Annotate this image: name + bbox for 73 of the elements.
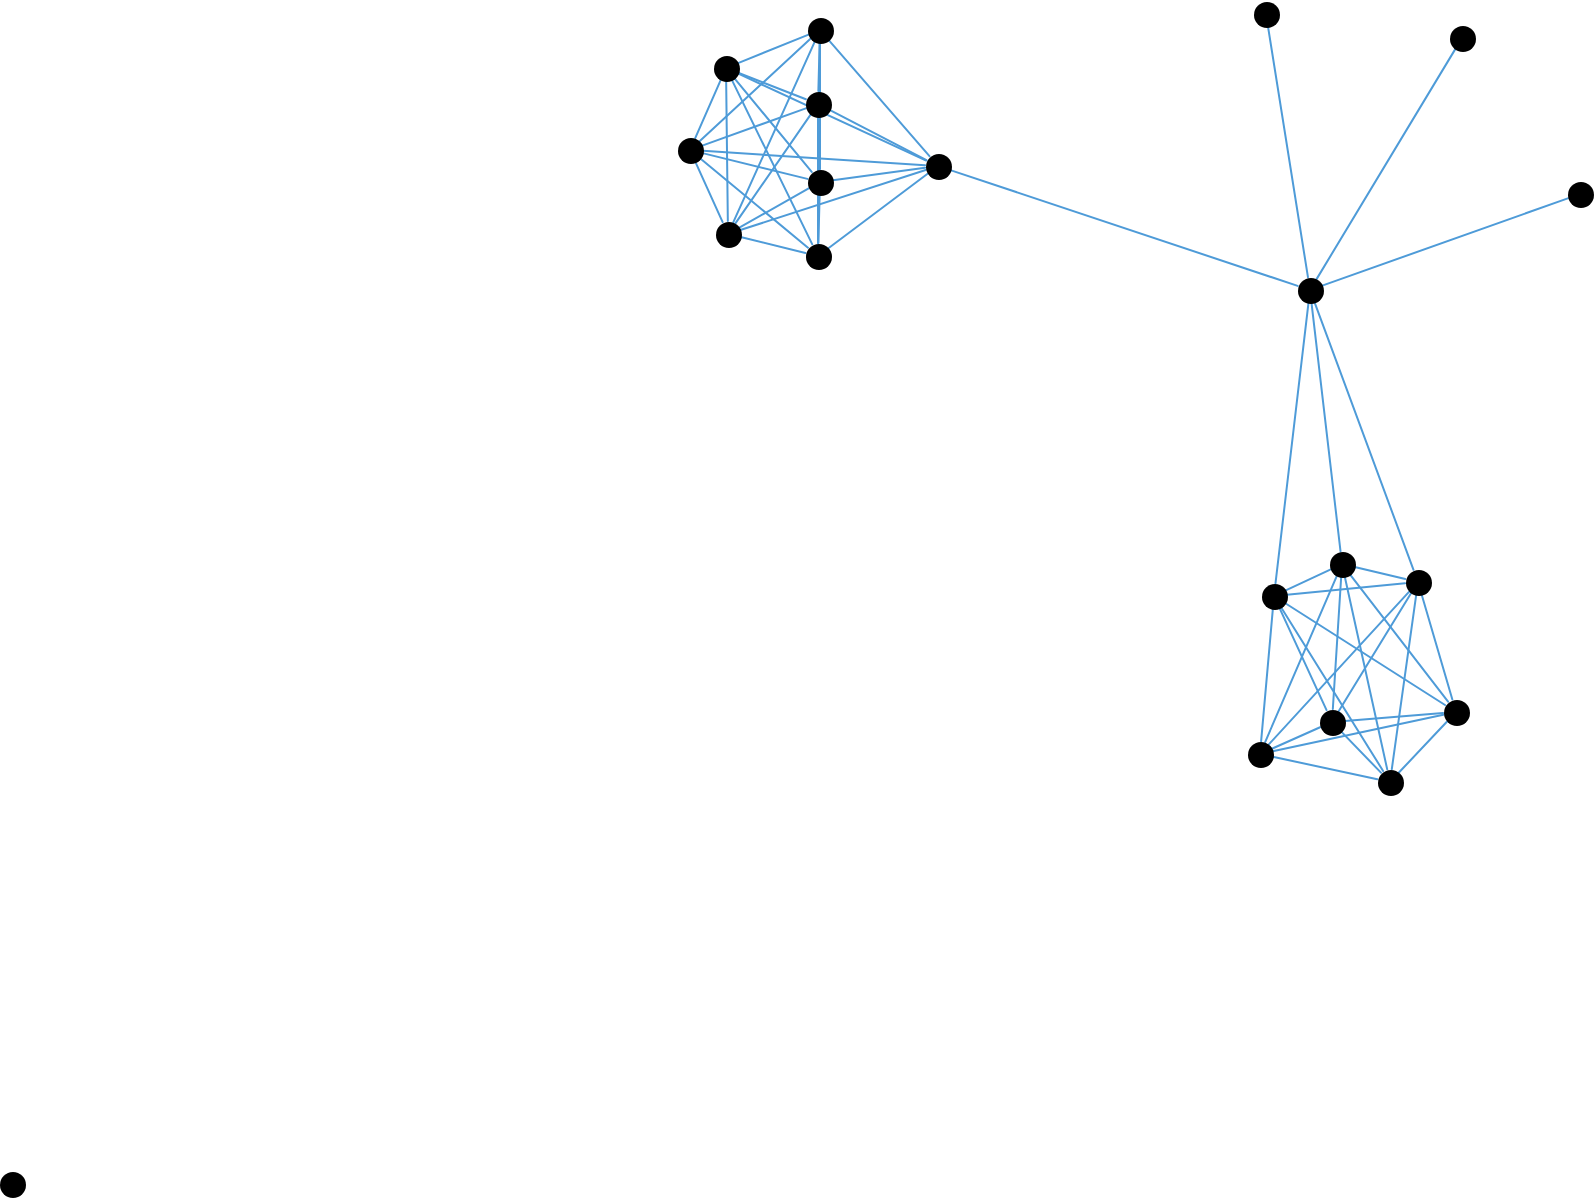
connector-line xyxy=(1278,606,1328,712)
node-dot xyxy=(713,55,739,81)
node-dot xyxy=(1377,769,1403,795)
connector-line xyxy=(732,40,816,224)
connector-line xyxy=(1337,592,1413,712)
connector-line xyxy=(817,116,819,244)
connector-line xyxy=(1274,301,1310,585)
connector-line xyxy=(736,72,928,162)
connector-line xyxy=(698,37,812,143)
connector-line xyxy=(1284,568,1332,592)
connector-line xyxy=(1310,301,1342,553)
connector-line xyxy=(1283,602,1447,706)
connector-line xyxy=(1321,197,1569,287)
node-dot xyxy=(1297,277,1323,303)
connector-line xyxy=(1353,566,1407,580)
connector-line xyxy=(1343,575,1389,771)
node-dot xyxy=(925,153,951,179)
connector-line xyxy=(702,149,926,167)
connector-line xyxy=(1390,593,1418,771)
node-dot xyxy=(1405,569,1431,595)
connector-line xyxy=(694,78,722,140)
connector-line xyxy=(737,33,809,65)
connector-line xyxy=(730,78,814,246)
node-dot xyxy=(805,91,831,117)
connector-line xyxy=(738,187,810,229)
connector-line xyxy=(827,172,929,250)
connector-line xyxy=(737,71,807,101)
connector-line xyxy=(1340,730,1382,774)
connector-line xyxy=(1397,720,1449,774)
node-dot xyxy=(1247,741,1273,767)
connector-line xyxy=(725,80,729,222)
connector-line xyxy=(1267,590,1411,746)
connector-line xyxy=(1285,582,1407,596)
node-dot xyxy=(677,137,703,163)
node-dot xyxy=(807,169,833,195)
connector-line xyxy=(1271,713,1445,753)
connector-line xyxy=(739,169,927,231)
connector-line xyxy=(1313,301,1415,571)
node-dot xyxy=(1319,709,1345,735)
connector-line xyxy=(1420,593,1454,701)
connector-line xyxy=(1331,576,1343,710)
node-dot xyxy=(805,243,831,269)
connector-line xyxy=(949,169,1299,287)
connector-line xyxy=(1260,607,1274,743)
connector-line xyxy=(1264,574,1338,744)
connector-line xyxy=(828,108,928,162)
node-dot xyxy=(1261,583,1287,609)
node-dot xyxy=(0,1171,25,1197)
connector-line xyxy=(1343,712,1445,722)
connector-line xyxy=(827,38,931,158)
connector-line xyxy=(817,194,821,244)
node-dot xyxy=(715,221,741,247)
connector-line xyxy=(701,152,809,180)
node-dot xyxy=(1443,699,1469,725)
node-dot xyxy=(1449,25,1475,51)
node-dot xyxy=(807,17,833,43)
node-dot xyxy=(1567,181,1593,207)
connector-line xyxy=(831,166,927,182)
connector-line xyxy=(1267,25,1309,279)
connector-line xyxy=(699,157,809,249)
connector-line xyxy=(739,236,807,254)
connector-line xyxy=(1279,606,1385,772)
connector-line xyxy=(694,160,724,224)
connector-line xyxy=(817,42,821,92)
node-dot xyxy=(1253,1,1279,27)
connector-line xyxy=(1271,755,1379,781)
connector-line xyxy=(733,77,813,173)
connector-line xyxy=(1315,48,1457,280)
connector-line xyxy=(734,113,812,225)
connector-line xyxy=(701,107,807,147)
connector-line xyxy=(1348,573,1450,703)
connector-line xyxy=(1270,726,1322,750)
node-dot xyxy=(1329,551,1355,577)
